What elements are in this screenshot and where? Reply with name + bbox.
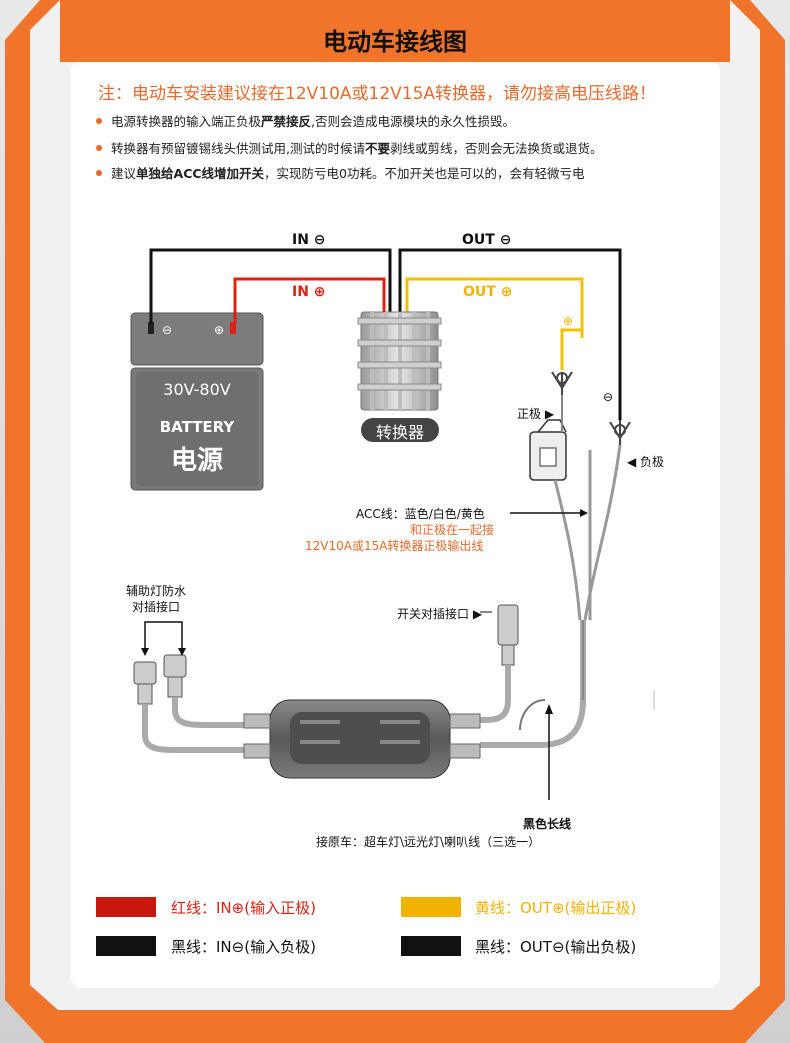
battery xyxy=(130,312,264,491)
legend-swatch-black-in xyxy=(96,936,156,956)
switch-connector-label: 开关对插接口 ▶ xyxy=(397,607,483,621)
connect-note: 接原车：超车灯\远光灯\喇叭线（三选一） xyxy=(316,835,541,849)
aux-label-1: 辅助灯防水 xyxy=(125,584,186,598)
note-item: 电源转换器的输入端正负极严禁接反,否则会造成电源模块的永久性损毁。 xyxy=(96,111,515,130)
legend-swatch-red xyxy=(96,897,156,917)
converter-label: 转换器 xyxy=(375,423,424,442)
legend-black-out-text: 黑线：OUT⊖(输出负极) xyxy=(475,938,637,956)
page-title: 电动车接线图 xyxy=(323,28,467,56)
bullet-dot-icon xyxy=(96,117,102,124)
acc-label: ACC线：蓝色/白色/黄色 xyxy=(356,507,485,521)
ring-terminals xyxy=(551,371,631,445)
black-long-wire-label: 黑色长线 xyxy=(523,817,572,831)
legend-swatch-yellow xyxy=(401,897,461,917)
legend-swatch-black-out xyxy=(401,936,461,956)
negative-label: ◀ 负极 xyxy=(627,455,665,469)
minus-symbol: ⊖ xyxy=(603,390,614,404)
note-item: 转换器有预留镀锡线头供测试用,测试的时候请不要剥线或剪线，否则会无法换货或退货。 xyxy=(96,138,603,157)
switch-connector xyxy=(497,604,519,666)
fuse-holder xyxy=(529,419,567,481)
note-item: 建议单独给ACC线增加开关，实现防亏电0功耗。不加开关也是可以的，会有轻微亏电 xyxy=(96,163,585,182)
acc-note-2: 12V10A或15A转换器正极输出线 xyxy=(305,539,484,553)
battery-cn-label: 电源 xyxy=(170,446,223,476)
out-pos-label: OUT ⊕ xyxy=(463,284,513,300)
battery-neg-symbol: ⊖ xyxy=(162,323,173,337)
legend-black-in-text: 黑线：IN⊖(输入负极) xyxy=(171,938,316,956)
bullet-dot-icon xyxy=(96,144,102,151)
converter-body xyxy=(357,311,442,442)
out-neg-label: OUT ⊖ xyxy=(462,232,512,248)
acc-note-1: 和正极在一起接 xyxy=(410,523,495,537)
in-neg-label: IN ⊖ xyxy=(292,232,326,248)
warning-subtitle: 注：电动车安装建议接在12V10A或12V15A转换器，请勿接高电压线路！ xyxy=(98,84,657,104)
battery-voltage: 30V-80V xyxy=(163,380,231,399)
control-module xyxy=(243,699,481,779)
aux-connectors xyxy=(133,654,187,705)
battery-pos-symbol: ⊕ xyxy=(214,323,225,337)
aux-label-2: 对插接口 xyxy=(131,600,180,614)
positive-label: 正极 ▶ xyxy=(517,407,555,421)
content-card xyxy=(70,60,720,988)
battery-label: BATTERY xyxy=(159,418,235,436)
legend-red-text: 红线：IN⊕(输入正极) xyxy=(171,899,316,917)
in-pos-label: IN ⊕ xyxy=(292,284,326,300)
legend-yellow-text: 黄线：OUT⊕(输出正极) xyxy=(475,899,637,917)
bullet-dot-icon xyxy=(96,169,102,176)
plus-symbol: ⊕ xyxy=(563,314,574,328)
